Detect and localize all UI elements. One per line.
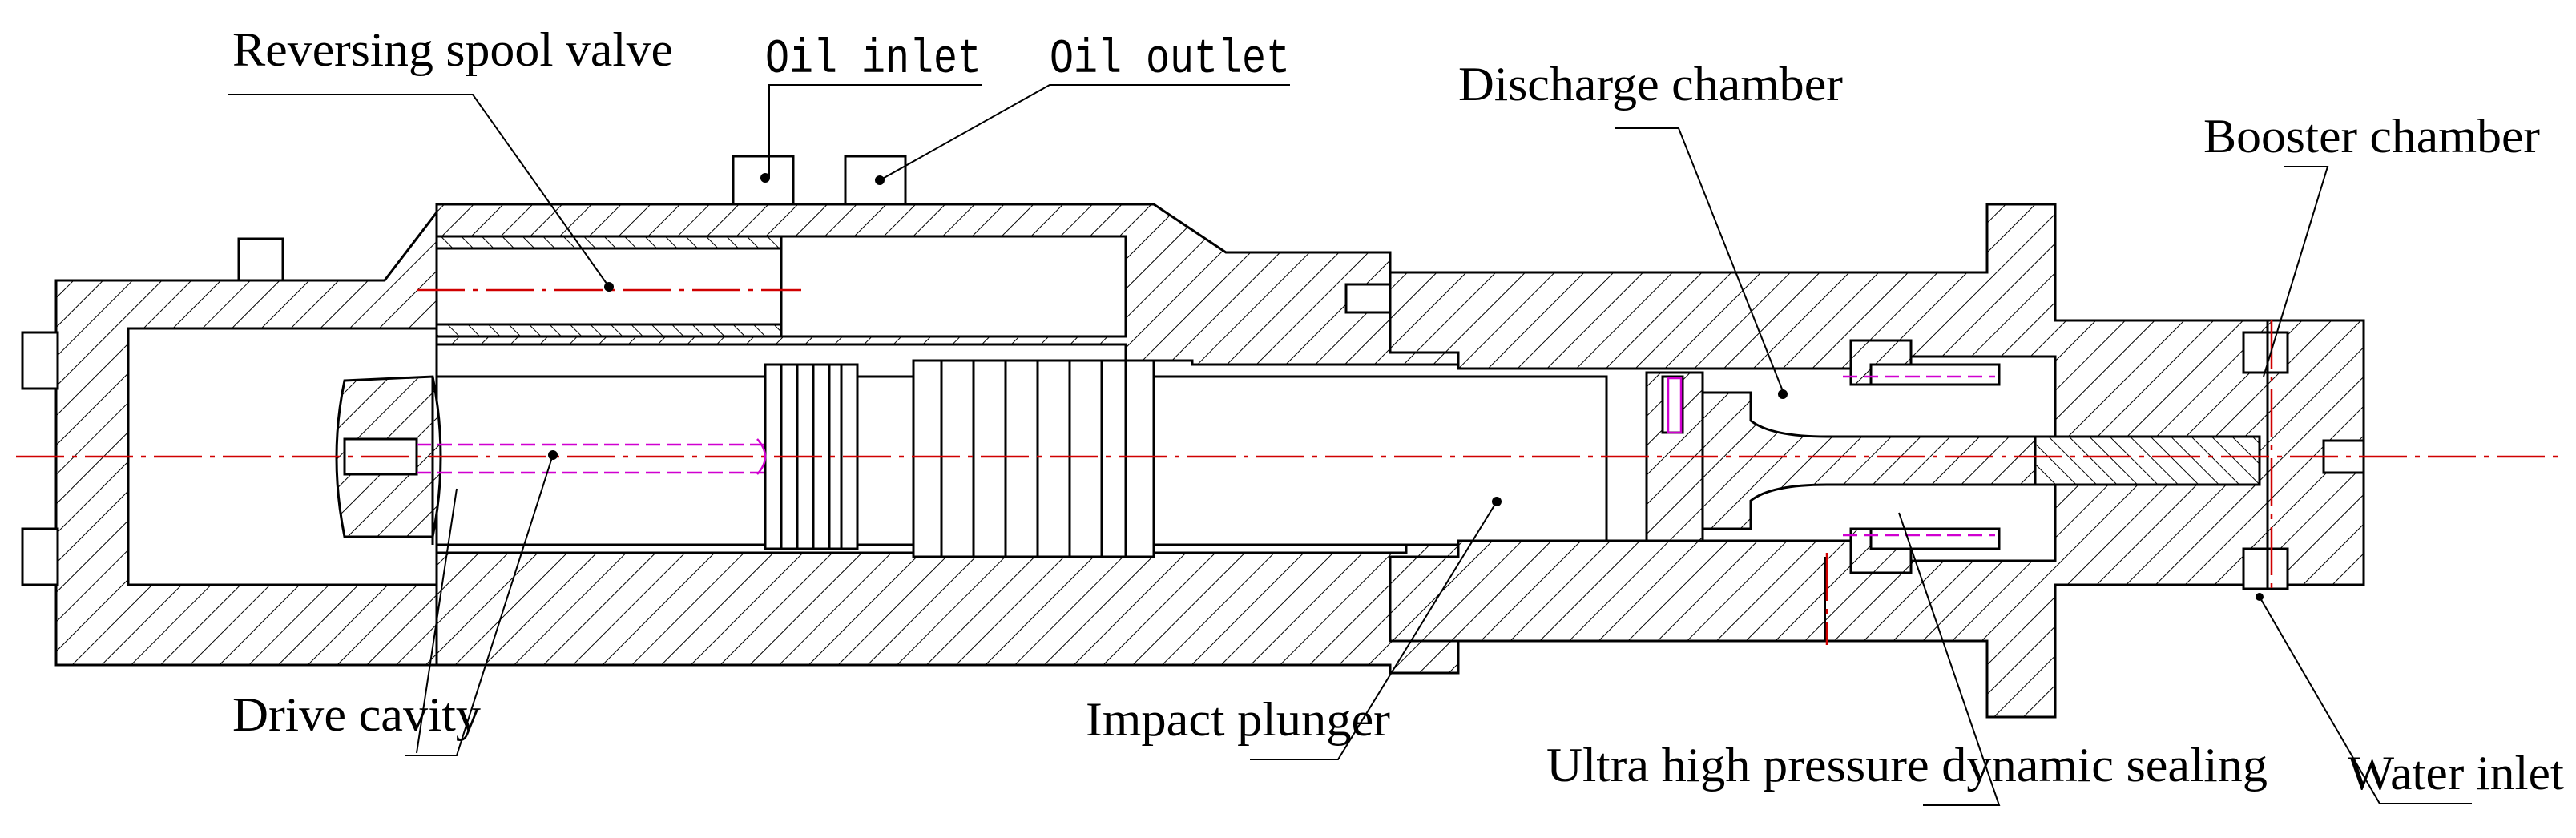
center-lines xyxy=(16,288,2564,645)
label-booster-chamber: Booster chamber xyxy=(2203,110,2540,163)
label-drive-cavity: Drive cavity xyxy=(232,688,481,741)
label-oil-inlet: Oil inlet xyxy=(765,33,982,87)
label-oil-outlet: Oil outlet xyxy=(1050,33,1290,87)
impact-plunger-assembly xyxy=(335,359,2037,558)
main-cylinder-body xyxy=(435,155,1460,675)
rear-end-cap xyxy=(21,208,438,667)
label-water-inlet: Water inlet xyxy=(2348,747,2564,800)
label-discharge-chamber: Discharge chamber xyxy=(1458,58,1843,111)
label-impact-plunger: Impact plunger xyxy=(1086,693,1390,746)
label-ultra-high-pressure-dynamic-sealing: Ultra high pressure dynamic sealing xyxy=(1546,739,2268,792)
booster-barrel xyxy=(1389,203,2365,719)
leader-lines xyxy=(228,84,2472,806)
annotations: Reversing spool valve Oil inlet Oil outl… xyxy=(232,23,2564,800)
label-reversing-spool-valve: Reversing spool valve xyxy=(232,23,673,76)
